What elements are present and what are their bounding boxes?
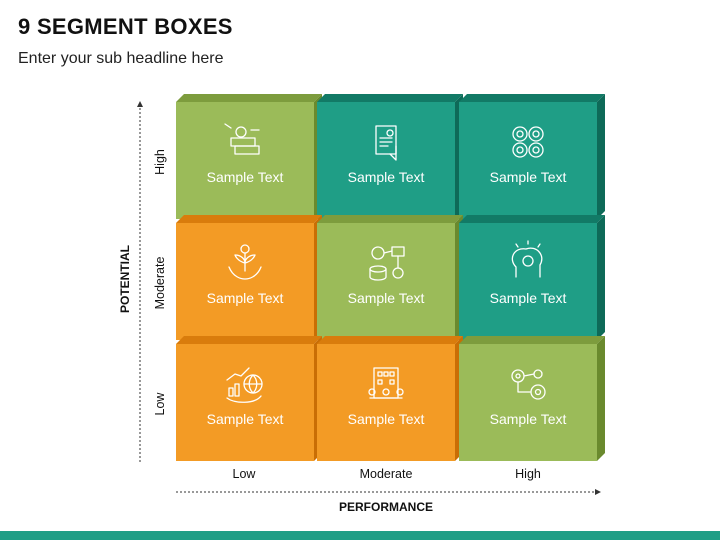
box-label: Sample Text [207,169,284,185]
box-label: Sample Text [490,169,567,185]
segment-box-moderate-high: Sample Text [459,215,605,340]
box-front-face [176,223,314,340]
box-label: Sample Text [348,169,425,185]
report-document-icon [375,125,397,161]
box-side-face [597,94,605,219]
segment-box-moderate-moderate: Sample Text [317,215,463,340]
y-tick-low: Low [153,392,167,416]
box-label: Sample Text [207,290,284,306]
box-front-face [459,102,597,219]
y-tick-moderate: Moderate [153,257,167,310]
box-top-face [459,336,605,344]
x-tick-moderate: Moderate [360,467,413,481]
brain-idea-icon [511,240,543,278]
box-front-face [317,344,455,461]
segment-box-high-high: Sample Text [459,94,605,219]
plant-hands-icon [228,244,262,280]
box-top-face [176,94,322,102]
box-top-face [317,215,463,223]
segment-box-low-low: Sample Text [176,336,322,461]
box-side-face [597,336,605,461]
page-subtitle: Enter your sub headline here [18,50,224,67]
box-label: Sample Text [490,411,567,427]
gears-process-icon [511,369,546,400]
x-tick-high: High [515,467,541,481]
box-side-face [597,215,605,340]
box-top-face [317,94,463,102]
y-tick-high: High [153,149,167,175]
box-front-face [317,223,455,340]
network-database-icon [369,246,405,281]
box-top-face [459,94,605,102]
four-circles-icon [512,126,544,158]
box-label: Sample Text [348,411,425,427]
segment-box-moderate-low: Sample Text [176,215,322,340]
page-title: 9 SEGMENT BOXES [18,14,233,39]
x-tick-low: Low [233,467,257,481]
box-label: Sample Text [348,290,425,306]
box-front-face [176,102,314,219]
global-growth-icon [226,367,263,403]
office-building-icon [368,367,404,399]
box-label: Sample Text [490,290,567,306]
y-axis-title: POTENTIAL [118,245,132,313]
segment-box-high-low: Sample Text [176,94,322,219]
segment-box-low-high: Sample Text [459,336,605,461]
money-tools-icon [224,123,260,155]
box-front-face [317,102,455,219]
box-top-face [317,336,463,344]
box-top-face [176,215,322,223]
box-top-face [176,336,322,344]
box-top-face [459,215,605,223]
box-label: Sample Text [207,411,284,427]
x-axis-title: PERFORMANCE [339,500,433,514]
bottom-accent-bar [0,531,720,540]
segment-box-low-moderate: Sample Text [317,336,463,461]
segment-box-high-moderate: Sample Text [317,94,463,219]
box-front-face [459,344,597,461]
